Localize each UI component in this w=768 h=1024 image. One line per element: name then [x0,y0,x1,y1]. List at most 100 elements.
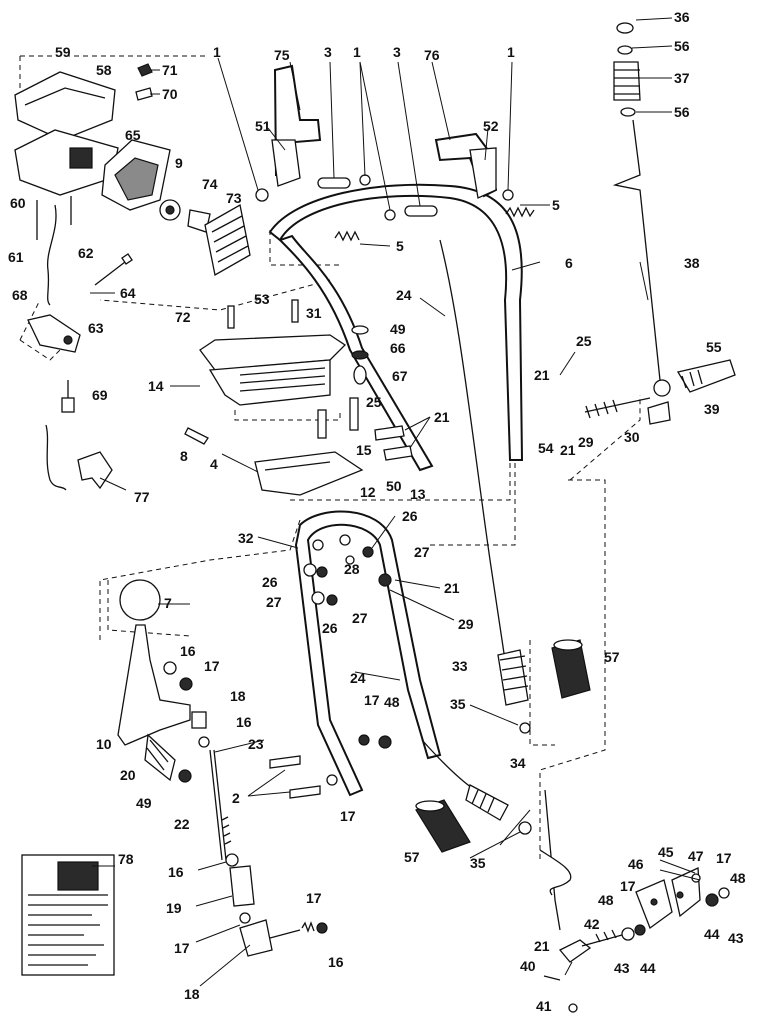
callout-3: 3 [393,44,401,60]
callout-54: 54 [538,440,554,456]
callout-4: 4 [210,456,218,472]
callout-16: 16 [168,864,184,880]
callout-69: 69 [92,387,108,403]
callout-33: 33 [452,658,468,674]
callout-50: 50 [386,478,402,494]
callout-70: 70 [162,86,178,102]
callout-18: 18 [184,986,200,1002]
callout-62: 62 [78,245,94,261]
grip-sleeves [415,639,591,853]
callout-57: 57 [604,649,620,665]
callout-46: 46 [628,856,644,872]
callout-61: 61 [8,249,24,265]
callout-41: 41 [536,998,552,1014]
callout-43: 43 [614,960,630,976]
lower-handle [294,510,442,797]
callout-1: 1 [353,44,361,60]
callout-13: 13 [410,486,426,502]
callout-63: 63 [88,320,104,336]
callout-72: 72 [175,309,191,325]
callout-32: 32 [238,530,254,546]
callout-17: 17 [340,808,356,824]
callout-17: 17 [306,890,322,906]
callout-35: 35 [470,855,486,871]
callout-55: 55 [706,339,722,355]
callout-43: 43 [728,930,744,946]
shift-rod [209,734,392,957]
callout-17: 17 [174,940,190,956]
callout-44: 44 [640,960,656,976]
headlight-assembly [14,63,251,491]
callout-27: 27 [352,610,368,626]
callout-56: 56 [674,38,690,54]
callout-17: 17 [716,850,732,866]
callout-60: 60 [10,195,26,211]
callout-23: 23 [248,736,264,752]
callout-35: 35 [450,696,466,712]
callout-16: 16 [180,643,196,659]
callout-25: 25 [576,333,592,349]
callout-21: 21 [444,580,460,596]
callout-51: 51 [255,118,271,134]
callout-16: 16 [236,714,252,730]
callout-28: 28 [344,561,360,577]
callout-1: 1 [507,44,515,60]
callout-8: 8 [180,448,188,464]
callout-64: 64 [120,285,136,301]
callout-24: 24 [350,670,366,686]
callout-17: 17 [204,658,220,674]
callout-17: 17 [364,692,380,708]
callout-48: 48 [384,694,400,710]
callout-5: 5 [552,197,560,213]
callout-21: 21 [534,367,550,383]
assembly-guide-lines [19,55,641,860]
callout-44: 44 [704,926,720,942]
callout-20: 20 [120,767,136,783]
callout-26: 26 [262,574,278,590]
leader-lines [90,17,701,987]
callout-68: 68 [12,287,28,303]
callout-77: 77 [134,489,150,505]
callout-labels: 1 75 3 1 3 76 1 36 56 37 56 59 58 71 70 … [8,9,746,1014]
callout-67: 67 [392,368,408,384]
callout-76: 76 [424,47,440,63]
callout-10: 10 [96,736,112,752]
callout-34: 34 [510,755,526,771]
callout-29: 29 [578,434,594,450]
right-handle-grip [384,132,514,221]
callout-27: 27 [414,544,430,560]
control-lever [117,579,210,783]
callout-6: 6 [565,255,573,271]
callout-36: 36 [674,9,690,25]
callout-31: 31 [306,305,322,321]
callout-49: 49 [390,321,406,337]
callout-21: 21 [434,409,450,425]
callout-38: 38 [684,255,700,271]
callout-58: 58 [96,62,112,78]
callout-49: 49 [136,795,152,811]
callout-14: 14 [148,378,164,394]
callout-5: 5 [396,238,404,254]
left-handle-grip [255,64,371,202]
callout-21: 21 [560,442,576,458]
callout-78: 78 [118,851,134,867]
callout-59: 59 [55,44,71,60]
callout-45: 45 [658,844,674,860]
callout-52: 52 [483,118,499,134]
callout-25: 25 [366,394,382,410]
owners-manual [21,854,115,976]
callout-15: 15 [356,442,372,458]
linkage-assembly [539,789,730,1013]
callout-2: 2 [232,790,240,806]
callout-40: 40 [520,958,536,974]
callout-75: 75 [274,47,290,63]
callout-18: 18 [230,688,246,704]
callout-56: 56 [674,104,690,120]
callout-26: 26 [322,620,338,636]
callout-48: 48 [598,892,614,908]
callout-57: 57 [404,849,420,865]
callout-17: 17 [620,878,636,894]
callout-19: 19 [166,900,182,916]
